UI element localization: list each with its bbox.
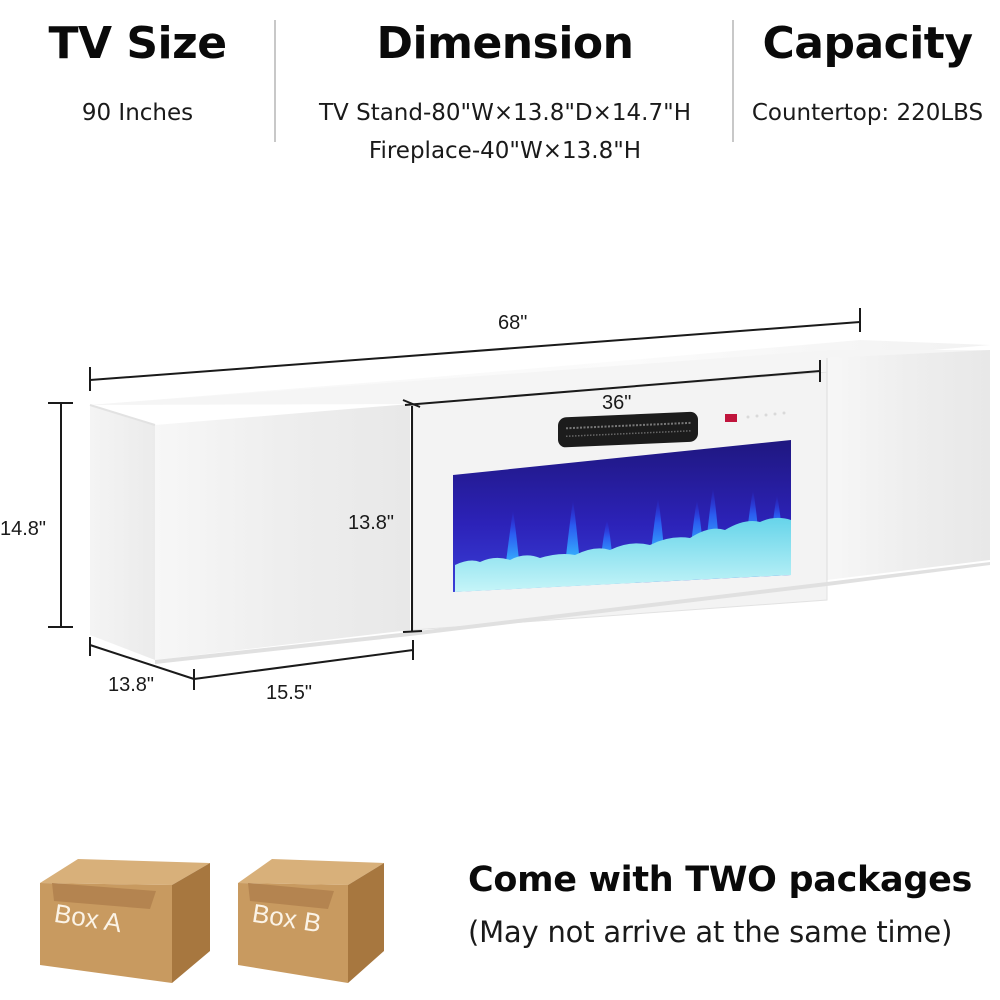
spec-value: Fireplace-40"W×13.8"H (368, 138, 642, 164)
fireplace-height-label: 13.8" (348, 512, 395, 534)
spec-values: 90 Inches (0, 94, 275, 132)
left-cabinet-front (155, 404, 410, 660)
column-divider (732, 20, 734, 142)
spec-title: Capacity (762, 18, 973, 69)
spec-values: TV Stand-80"W×13.8"D×14.7"H Fireplace-40… (276, 94, 734, 170)
right-cabinet-front (827, 350, 990, 580)
package-box-b: Box B (236, 855, 386, 989)
tv-stand-illustration (48, 308, 990, 690)
touch-controls-icon (746, 411, 786, 419)
dimension-lines (48, 308, 861, 690)
product-dimension-diagram: 68" 36" 14.8" 13.8" 13.8" 15.5" (0, 308, 990, 704)
spec-title: TV Size (48, 18, 227, 69)
spec-values: Countertop: 220LBS (735, 94, 1000, 132)
spec-value: Countertop: 220LBS (751, 100, 984, 126)
spec-value: TV Stand-80"W×13.8"D×14.7"H (319, 100, 691, 126)
spec-dimension: Dimension TV Stand-80"W×13.8"D×14.7"H Fi… (276, 0, 734, 170)
cardboard-box-icon (238, 859, 384, 983)
heater-vent-icon (558, 411, 698, 448)
cardboard-box-icon (40, 859, 210, 983)
cabinet-height-label: 14.8" (0, 518, 47, 540)
overall-width-label: 68" (498, 312, 528, 334)
spec-title: Dimension (376, 18, 634, 69)
fireplace-width-label: 36" (602, 392, 632, 414)
packages-subtitle: (May not arrive at the same time) (468, 915, 953, 949)
spec-capacity: Capacity Countertop: 220LBS (735, 0, 1000, 132)
crystal-media (455, 517, 791, 592)
spec-tv-size: TV Size 90 Inches (0, 0, 275, 132)
package-box-a: Box A (38, 855, 218, 989)
packages-title: Come with TWO packages (468, 860, 973, 900)
column-divider (274, 20, 276, 142)
side-width-label: 15.5" (266, 682, 313, 704)
spec-value: 90 Inches (81, 100, 194, 126)
left-cabinet-side (90, 405, 155, 660)
led-display-icon (725, 414, 737, 422)
depth-label: 13.8" (108, 674, 155, 696)
